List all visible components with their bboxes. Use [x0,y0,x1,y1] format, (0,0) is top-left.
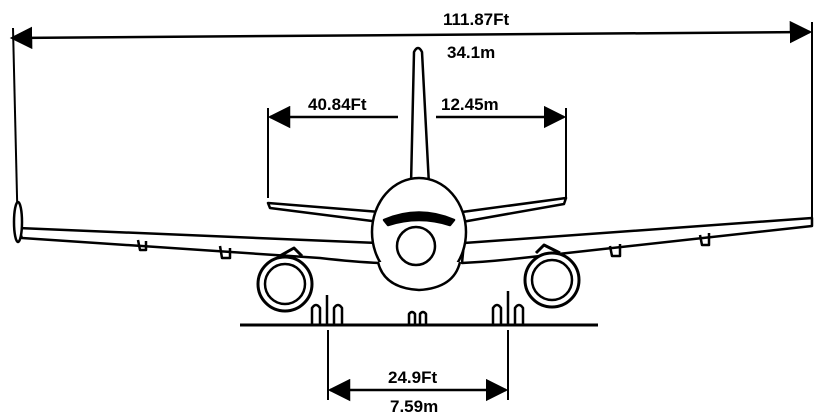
main-gear-left [310,295,344,325]
main-gear-right [491,291,525,325]
main-gear-track-dimension: 24.9Ft 7.59m [327,330,509,415]
nose-radome [395,225,437,267]
gear-track-metric-label: 7.59m [390,397,438,415]
belly-fairing [376,261,462,292]
aircraft-outline [12,46,814,325]
flap-track-fairings [136,233,711,260]
wingtip-left [12,200,24,244]
engine-left [256,246,314,313]
horizontal-stabilizer-left [266,201,382,224]
nose-gear [407,310,428,325]
cockpit-windows [382,211,456,227]
vertical-stabilizer [409,46,431,187]
tailplane-imperial-label: 40.84Ft [308,95,367,114]
horizontal-stabilizer-right [460,196,568,224]
wing-right [460,216,814,265]
tailplane-metric-label: 12.45m [441,95,499,114]
wingspan-imperial-label: 111.87Ft [443,10,510,29]
wing-left [16,226,382,265]
gear-track-imperial-label: 24.9Ft [388,368,437,387]
wingspan-dimension-line [9,20,813,50]
tailplane-span-dimension: 40.84Ft 12.45m [267,95,567,198]
engine-right [523,243,581,309]
wingspan-metric-label: 34.1m [447,43,495,62]
wingspan-dimension: 111.87Ft 34.1m [9,10,813,239]
